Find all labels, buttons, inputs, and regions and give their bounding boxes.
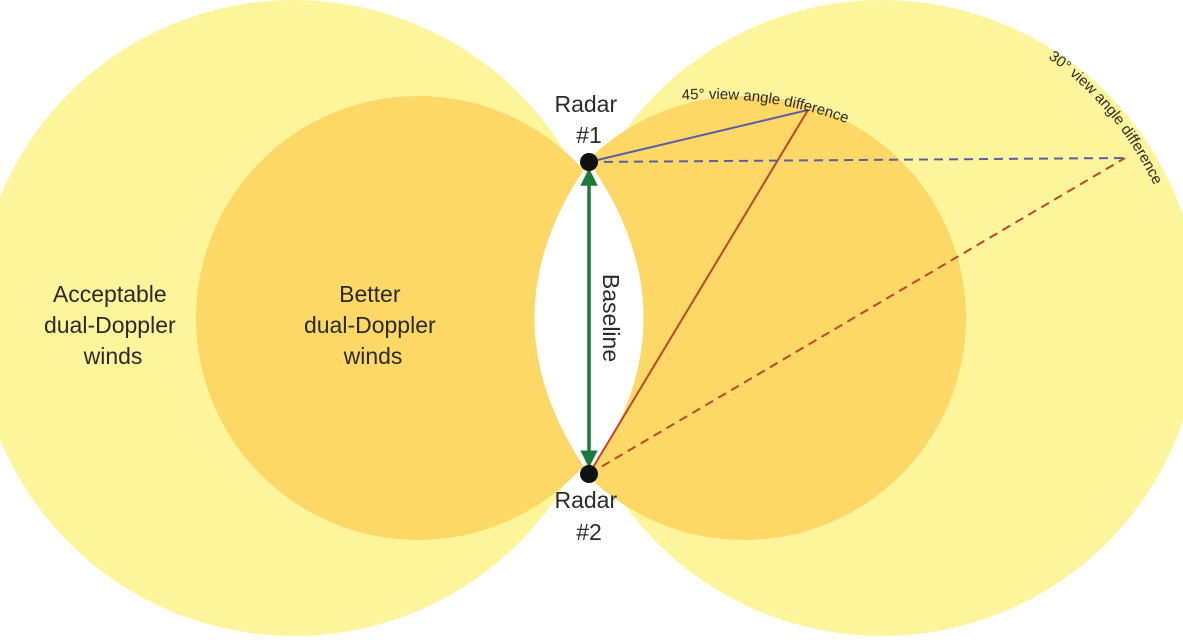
radar2-marker <box>580 465 598 483</box>
outer-zone-label-line1: Acceptable <box>53 281 167 307</box>
ray-45-radar1 <box>588 109 809 163</box>
radar1-label-line2: #1 <box>576 122 602 148</box>
baseline-label: Baseline <box>598 274 624 362</box>
inner-zone-label: Better dual-Doppler winds <box>304 281 442 369</box>
radar2-label: Radar #2 <box>554 487 623 545</box>
outer-zone-label: Acceptable dual-Doppler winds <box>44 281 182 369</box>
outer-zone-label-line2: dual-Doppler <box>44 312 176 338</box>
radar2-label-line1: Radar <box>554 487 617 513</box>
ray-30-radar2 <box>588 157 1126 475</box>
inner-zone-label-line2: dual-Doppler <box>304 312 436 338</box>
ray-45-radar2 <box>588 109 809 475</box>
radar1-label: Radar #1 <box>554 91 623 148</box>
inner-zone-label-line1: Better <box>339 281 401 307</box>
radar1-marker <box>580 153 598 171</box>
outer-zone-label-line3: winds <box>83 343 143 369</box>
radar1-label-line1: Radar <box>554 91 617 117</box>
inner-zone-label-line3: winds <box>343 343 403 369</box>
inner-zone-left <box>196 96 640 540</box>
radar2-label-line2: #2 <box>576 519 602 545</box>
inner-zone-right <box>522 96 966 540</box>
